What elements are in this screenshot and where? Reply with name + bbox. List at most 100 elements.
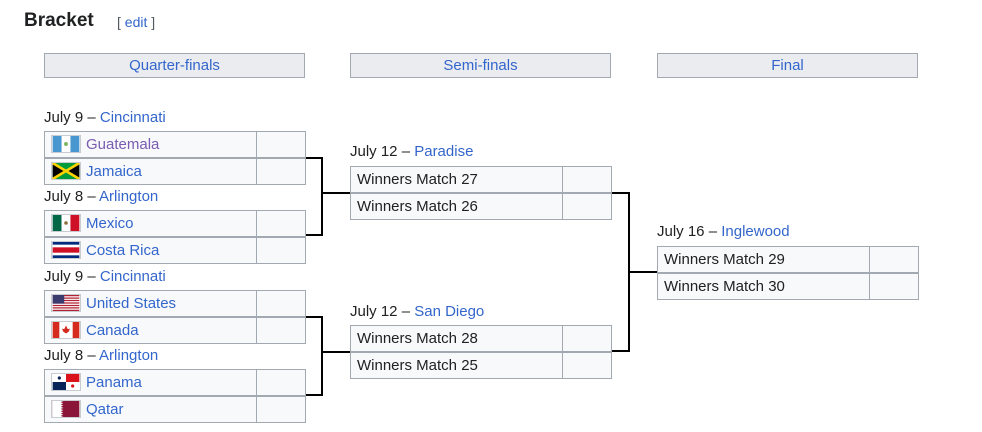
bracket-connector <box>629 271 657 273</box>
team-cell: Winners Match 25 <box>350 352 563 379</box>
team-row: Qatar <box>44 396 306 423</box>
match-date: July 8 <box>44 188 84 205</box>
score-cell <box>562 193 612 220</box>
flag-united-states-icon <box>51 294 81 312</box>
score-cell <box>256 237 306 264</box>
team-row: Winners Match 29 <box>657 246 919 273</box>
score-cell <box>256 317 306 344</box>
match-info: July 12 – San Diego <box>350 303 484 320</box>
team-link[interactable]: Canada <box>86 322 139 339</box>
team-cell: Winners Match 26 <box>350 193 563 220</box>
dash: – <box>708 223 718 240</box>
venue-link[interactable]: Cincinnati <box>99 109 166 126</box>
match-info: July 8 – Arlington <box>44 347 158 364</box>
venue-link[interactable]: Cincinnati <box>99 268 166 285</box>
score-cell <box>562 352 612 379</box>
team-cell: Winners Match 30 <box>657 273 870 300</box>
team-row: Mexico <box>44 210 306 237</box>
match-info: July 9 – Cincinnati <box>44 109 166 126</box>
team-cell: Winners Match 29 <box>657 246 870 273</box>
bracket-connector <box>306 316 323 396</box>
match-date: July 12 <box>350 303 398 320</box>
score-cell <box>256 210 306 237</box>
match-info: July 16 – Inglewood <box>657 223 790 240</box>
dash: – <box>401 143 411 160</box>
edit-bracket-open: [ <box>117 14 121 30</box>
score-cell <box>562 166 612 193</box>
dash: – <box>87 347 96 364</box>
score-cell <box>256 158 306 185</box>
team-cell: Jamaica <box>44 158 257 185</box>
bracket-connector <box>322 351 350 353</box>
venue-link[interactable]: Paradise <box>414 143 474 160</box>
match-date: July 8 <box>44 347 84 364</box>
team-row: Winners Match 25 <box>350 352 612 379</box>
team-cell: Winners Match 27 <box>350 166 563 193</box>
team-row: Canada <box>44 317 306 344</box>
team-cell: Winners Match 28 <box>350 325 563 352</box>
match-date: July 9 <box>44 268 84 285</box>
team-row: Panama <box>44 369 306 396</box>
venue-link[interactable]: Arlington <box>99 188 159 205</box>
team-cell: Costa Rica <box>44 237 257 264</box>
team-row: Guatemala <box>44 131 306 158</box>
match-date: July 12 <box>350 143 398 160</box>
dash: – <box>401 303 411 320</box>
score-cell <box>256 369 306 396</box>
dash: – <box>87 268 96 285</box>
team-cell: Guatemala <box>44 131 257 158</box>
score-cell <box>562 325 612 352</box>
round-header-final[interactable]: Final <box>657 53 918 78</box>
team-link[interactable]: Jamaica <box>86 163 142 180</box>
team-cell: Qatar <box>44 396 257 423</box>
flag-mexico-icon <box>51 214 81 232</box>
score-cell <box>256 290 306 317</box>
match-date: July 9 <box>44 109 84 126</box>
dash: – <box>87 188 96 205</box>
team-link[interactable]: Panama <box>86 374 142 391</box>
team-row: Winners Match 30 <box>657 273 919 300</box>
team-link[interactable]: Costa Rica <box>86 242 160 259</box>
match-date: July 16 <box>657 223 705 240</box>
team-row: Winners Match 28 <box>350 325 612 352</box>
flag-qatar-icon <box>51 400 81 418</box>
bracket-connector <box>306 157 323 236</box>
team-link[interactable]: Mexico <box>86 215 134 232</box>
flag-panama-icon <box>51 373 81 391</box>
score-cell <box>256 131 306 158</box>
team-cell: Mexico <box>44 210 257 237</box>
flag-jamaica-icon <box>51 162 81 180</box>
round-header-semifinals[interactable]: Semi-finals <box>350 53 611 78</box>
team-row: Winners Match 27 <box>350 166 612 193</box>
team-row: Costa Rica <box>44 237 306 264</box>
team-link[interactable]: Guatemala <box>86 136 160 153</box>
flag-costa-rica-icon <box>51 241 81 259</box>
flag-canada-icon <box>51 321 81 339</box>
edit-section: [ edit ] <box>117 14 155 30</box>
match-info: July 9 – Cincinnati <box>44 268 166 285</box>
flag-guatemala-icon <box>51 135 81 153</box>
team-row: United States <box>44 290 306 317</box>
venue-link[interactable]: Inglewood <box>721 223 790 240</box>
venue-link[interactable]: San Diego <box>414 303 485 320</box>
match-info: July 8 – Arlington <box>44 188 158 205</box>
team-row: Jamaica <box>44 158 306 185</box>
team-cell: United States <box>44 290 257 317</box>
round-header-quarterfinals[interactable]: Quarter-finals <box>44 53 305 78</box>
team-link[interactable]: United States <box>86 295 177 312</box>
venue-link[interactable]: Arlington <box>99 347 159 364</box>
score-cell <box>256 396 306 423</box>
score-cell <box>869 273 919 300</box>
bracket-connector <box>612 192 630 352</box>
score-cell <box>869 246 919 273</box>
team-link[interactable]: Qatar <box>86 401 124 418</box>
match-info: July 12 – Paradise <box>350 143 473 160</box>
section-heading: Bracket <box>24 10 94 31</box>
edit-link[interactable]: edit <box>124 14 148 30</box>
team-cell: Panama <box>44 369 257 396</box>
bracket-connector <box>322 192 350 194</box>
dash: – <box>87 109 96 126</box>
edit-bracket-close: ] <box>151 14 156 30</box>
team-cell: Canada <box>44 317 257 344</box>
team-row: Winners Match 26 <box>350 193 612 220</box>
